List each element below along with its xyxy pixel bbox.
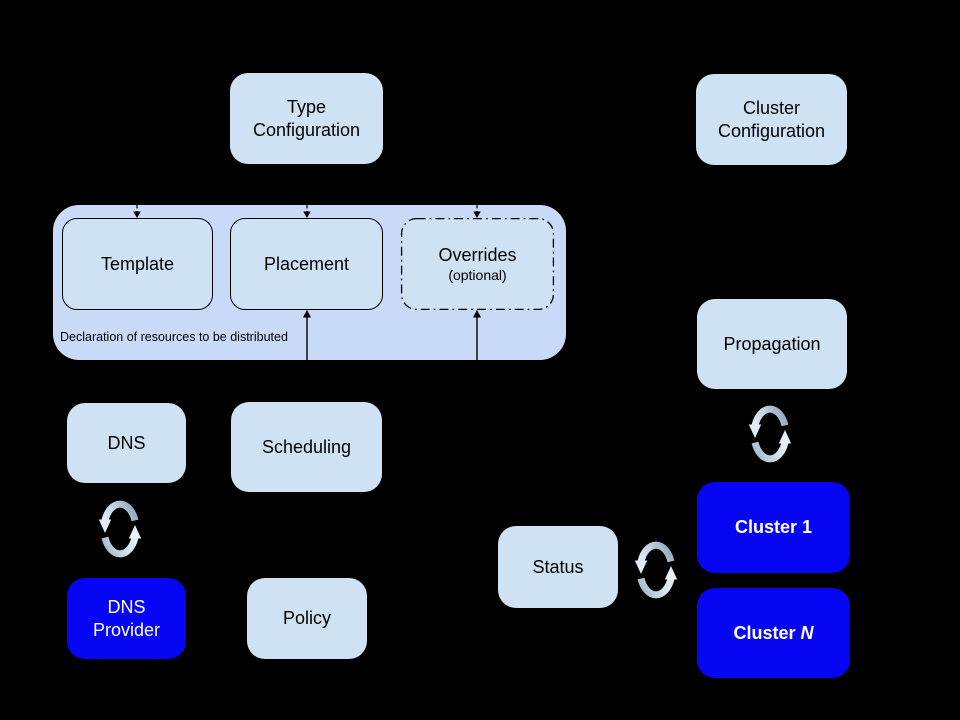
resource-declaration-group: Template Placement Overrides (optional) … [53,205,566,360]
node-label: Provider [92,619,161,640]
declaration-note: Declaration of resources to be distribut… [60,330,288,344]
node-label: Overrides [438,245,517,265]
sync-icon [745,399,795,469]
sync-icon [631,535,681,605]
node-placement: Placement [230,218,383,310]
node-label: DNS [107,432,146,453]
node-type-configuration: Type Configuration [230,73,383,164]
node-cluster-n: Cluster N [697,588,850,678]
node-overrides: Overrides (optional) [401,218,554,310]
sync-icon [95,494,145,564]
node-label: Scheduling [261,436,352,457]
node-label: Configuration [717,120,826,141]
node-dns-provider: DNS Provider [67,578,186,659]
node-propagation: Propagation [697,299,847,389]
node-status: Status [498,526,618,608]
node-label: Propagation [723,333,821,354]
node-label: Policy [282,608,331,628]
solid-up-arrow [306,317,478,360]
node-cluster-1: Cluster 1 [697,482,850,573]
cluster-n-prefix: Cluster [733,622,801,643]
cluster-n-italic-suffix: N [800,622,814,643]
node-template: Template [62,218,213,310]
node-label: Cluster N [733,622,813,645]
node-label: Template [100,253,175,274]
node-label: Configuration [252,119,361,140]
node-cluster-configuration: Cluster Configuration [696,74,847,165]
node-label: Placement [263,253,350,274]
node-dns: DNS [67,403,186,483]
node-label: Cluster [742,97,800,118]
node-label: Type [286,96,327,117]
solid-up-arrowheads [303,309,481,318]
node-label: Status [532,556,584,577]
node-policy: Policy [247,578,367,659]
node-sublabel: (optional) [448,267,507,283]
node-label: Cluster 1 [734,517,813,537]
dashed-down-arrow [136,205,478,212]
node-scheduling: Scheduling [231,402,382,492]
node-label: DNS [107,596,146,617]
